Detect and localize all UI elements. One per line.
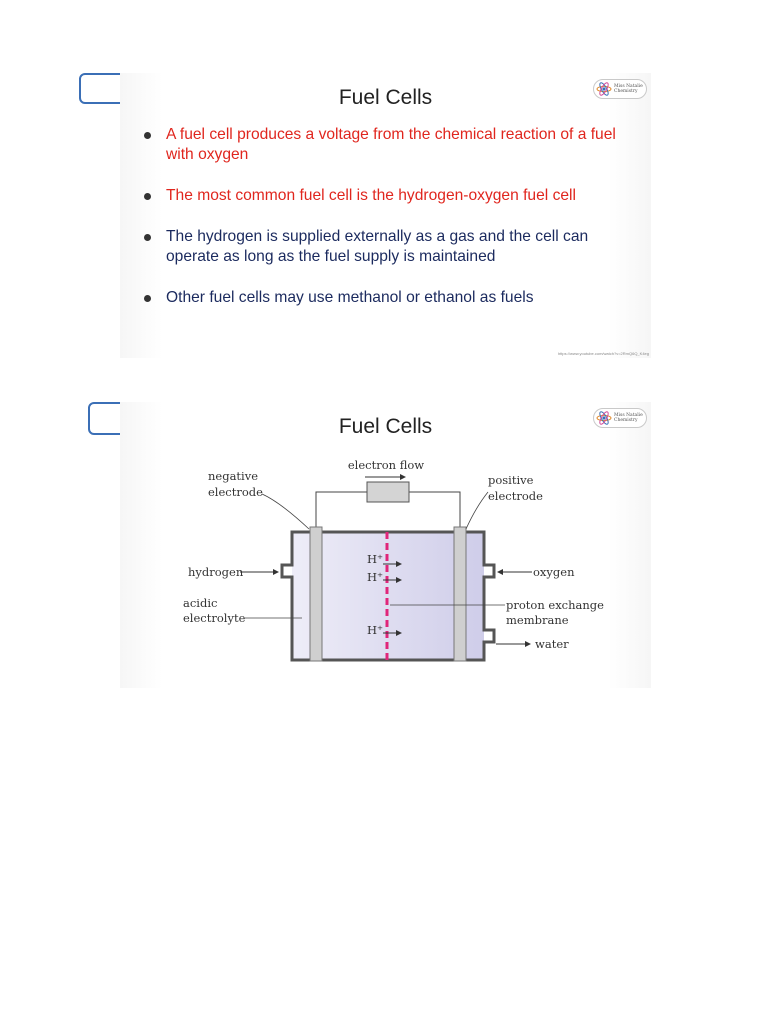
- electron-flow-label: electron flow: [348, 458, 424, 472]
- cell-casing: [280, 530, 496, 662]
- slide-title: Fuel Cells: [338, 415, 433, 438]
- bullet-dot: [144, 132, 151, 139]
- ion-label: H⁺: [367, 570, 383, 584]
- leader-line: [465, 491, 489, 530]
- external-circuit: electron flow: [315, 458, 461, 529]
- negative-electrode-label-2: electrode: [208, 485, 263, 499]
- cell-body: H⁺ H⁺ H⁺: [280, 526, 496, 662]
- bullet-item: Other fuel cells may use methanol or eth…: [142, 288, 632, 308]
- slide-fuel-cell-diagram: Fuel Cells Miss Natalie Chemistry elec: [120, 402, 651, 688]
- slide-title: Fuel Cells: [338, 86, 433, 109]
- acidic-electrolyte-label-2: electrolyte: [183, 611, 246, 625]
- brand-logo: Miss Natalie Chemistry: [593, 408, 647, 428]
- bullet-dot: [144, 234, 151, 241]
- bullet-dot: [144, 295, 151, 302]
- positive-electrode: [453, 526, 467, 662]
- acidic-electrolyte-region: [292, 532, 484, 660]
- load-resistor: [366, 481, 410, 503]
- brand-logo: Miss Natalie Chemistry: [593, 79, 647, 99]
- slide-fuel-cells-text: Fuel Cells Miss Natalie Chemistry A fuel…: [120, 73, 651, 358]
- negative-electrode-label-1: negative: [208, 469, 258, 483]
- water-label: water: [535, 637, 569, 651]
- hydrogen-label: hydrogen: [188, 565, 244, 579]
- acidic-electrolyte-label-1: acidic: [183, 596, 217, 610]
- bullet-item: The most common fuel cell is the hydroge…: [142, 186, 632, 206]
- atom-icon: [596, 82, 612, 96]
- ion-label: H⁺: [367, 552, 383, 566]
- bullet-list: A fuel cell produces a voltage from the …: [142, 125, 632, 329]
- proton-exchange-label-1: proton exchange: [506, 598, 604, 612]
- bullet-text: The most common fuel cell is the hydroge…: [166, 187, 576, 204]
- bullet-item: A fuel cell produces a voltage from the …: [142, 125, 632, 165]
- right-labels: positive electrode oxygen proton exchang…: [390, 473, 604, 651]
- bullet-item: The hydrogen is supplied externally as a…: [142, 227, 632, 267]
- logo-text: Miss Natalie Chemistry: [614, 413, 643, 423]
- oxygen-label: oxygen: [533, 565, 575, 579]
- left-labels: negative electrode hydrogen acidic elect…: [183, 469, 310, 625]
- bullet-text: The hydrogen is supplied externally as a…: [166, 228, 589, 265]
- bullet-text: A fuel cell produces a voltage from the …: [166, 126, 616, 163]
- leader-line: [261, 493, 310, 530]
- ion-label: H⁺: [367, 623, 383, 637]
- proton-exchange-label-2: membrane: [506, 613, 569, 627]
- positive-electrode-label-1: positive: [488, 473, 534, 487]
- bullet-text: Other fuel cells may use methanol or eth…: [166, 289, 534, 306]
- fuel-cell-diagram: electron flow H⁺ H⁺ H⁺ negative electrod…: [183, 458, 604, 662]
- source-link[interactable]: https://www.youtube.com/watch?v=2RmQ6Q_K…: [557, 351, 649, 356]
- bullet-dot: [144, 193, 151, 200]
- atom-icon: [596, 411, 612, 425]
- negative-electrode: [309, 526, 323, 662]
- positive-electrode-label-2: electrode: [488, 489, 543, 503]
- logo-text: Miss Natalie Chemistry: [614, 84, 643, 94]
